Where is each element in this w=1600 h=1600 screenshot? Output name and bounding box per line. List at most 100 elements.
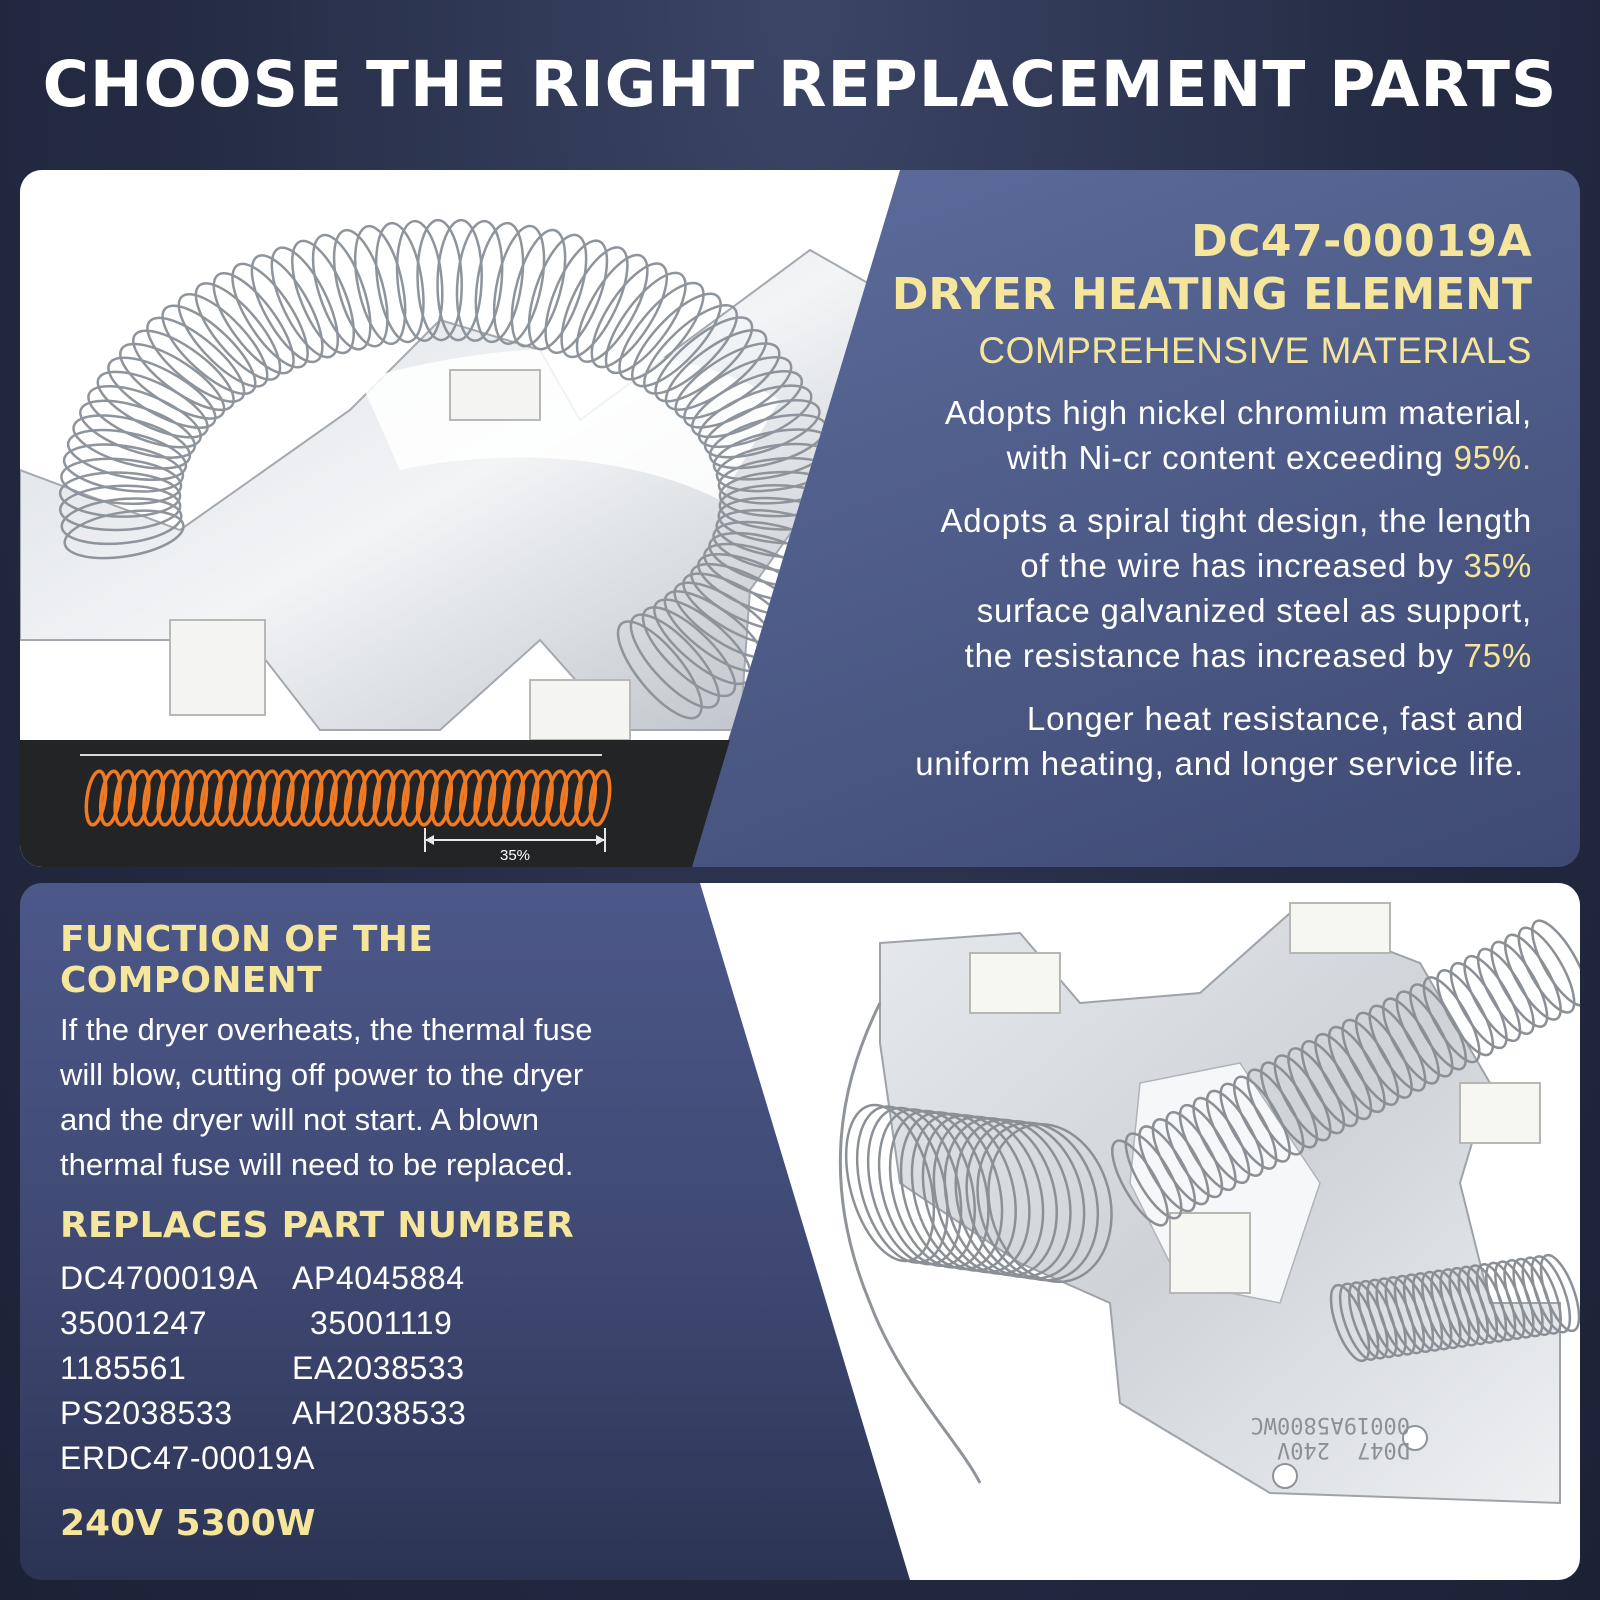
coil-loop: [311, 233, 372, 351]
coil-loop: [62, 443, 185, 493]
coil-loop: [987, 1122, 1113, 1284]
coil-loop: [690, 370, 804, 439]
coil-loop: [436, 218, 483, 342]
coil-loop: [1368, 1004, 1427, 1092]
coil-loop: [199, 769, 223, 827]
nickel-percent: 95%.: [1453, 439, 1532, 476]
coil-loop: [965, 1120, 1086, 1280]
coil-loop: [353, 224, 407, 346]
coil-loop: [395, 219, 444, 342]
svg-text:D047: D047: [1357, 1437, 1410, 1462]
coil-loop: [1409, 983, 1468, 1071]
function-heading: FUNCTION OF THE COMPONENT: [60, 919, 434, 1001]
coil-loop: [1539, 1253, 1580, 1333]
coil-loop: [1219, 1082, 1278, 1170]
para2-line2: of the wire has increased by 35%: [1020, 547, 1532, 584]
coil-loop: [1124, 1132, 1183, 1220]
product-subtitle: COMPREHENSIVE MATERIALS: [978, 330, 1532, 371]
heating-element-photo: D047 00019A 240V 5800WC: [700, 883, 1580, 1580]
coil-loop: [132, 329, 235, 412]
coil-loop: [590, 262, 669, 369]
coil-loop: [1260, 1061, 1318, 1149]
coil-loop: [1449, 961, 1508, 1050]
coil-loop: [375, 221, 425, 344]
coil-loop: [1232, 1075, 1291, 1163]
coil-loop: [329, 769, 353, 827]
coil-loop: [1341, 1018, 1400, 1106]
coil-loop: [107, 356, 217, 429]
coil-loop: [286, 769, 310, 827]
para2-line1: Adopts a spiral tight design, the length: [940, 502, 1532, 539]
coil-loop: [170, 769, 194, 827]
coil-loop: [588, 769, 612, 827]
coil-loop: [1476, 947, 1535, 1035]
resistance-percent: 75%: [1463, 637, 1532, 674]
part-number: 35001247: [60, 1305, 208, 1341]
coil-loop: [146, 316, 246, 403]
coil-loop: [1192, 1096, 1251, 1185]
coil-loop: [932, 1115, 1045, 1276]
coil-loop: [228, 769, 252, 827]
para2-line3: surface galvanized steel as support,: [976, 592, 1532, 629]
coil-loop: [415, 769, 439, 827]
coil-loop: [616, 620, 703, 720]
coil-loop: [60, 497, 183, 546]
para1-line2: with Ni-cr content exceeding 95%.: [1006, 439, 1532, 476]
coil-loop: [1287, 1047, 1346, 1135]
coil-loop: [1138, 1125, 1197, 1213]
coil-loop: [79, 399, 197, 459]
nickel-chromium-paragraph: Adopts high nickel chromium material, wi…: [772, 390, 1532, 480]
coil-loop: [1354, 1011, 1413, 1099]
plate-marking: D047 00019A 240V 5800WC: [1251, 1412, 1410, 1462]
coil-loop: [231, 262, 309, 369]
part-number: 35001119: [310, 1305, 453, 1341]
voltage-wattage-spec: 240V 5300W: [60, 1503, 316, 1544]
part-number: EA2038533: [292, 1350, 465, 1386]
coil-loop: [1530, 1255, 1572, 1334]
coil-loop: [631, 292, 722, 388]
materials-panel: 35% DC47-00019A DRYER HEATING ELEMENT CO…: [20, 170, 1580, 867]
para1-line1: Adopts high nickel chromium material,: [944, 394, 1532, 431]
coil-loop: [855, 1105, 949, 1264]
coil-loop: [455, 219, 504, 342]
coil-loop: [242, 769, 266, 827]
coil-loop: [473, 769, 497, 827]
coil-loop: [1395, 990, 1454, 1078]
coil-loop: [113, 769, 137, 827]
coil-loop: [98, 769, 122, 827]
coil-length-diagram: 35%: [20, 740, 730, 867]
coil-loop: [430, 769, 454, 827]
coil-loop: [1382, 997, 1440, 1085]
coil-loop: [654, 316, 754, 403]
coil-diagram-svg: 35%: [80, 754, 612, 864]
coil-loop: [96, 370, 209, 439]
coil-loop: [544, 239, 609, 355]
coil-loop: [332, 228, 389, 348]
coil-loop: [1178, 1103, 1237, 1192]
coil-diagram-label: 35%: [500, 847, 530, 864]
coil-loop: [214, 769, 238, 827]
coil-loop: [60, 457, 183, 506]
product-title: DRYER HEATING ELEMENT: [891, 269, 1532, 320]
coil-loop: [487, 769, 511, 827]
coil-loop: [618, 281, 705, 381]
coil-loop: [1436, 969, 1495, 1057]
function-panel: D047 00019A 240V 5800WC FUNCTION OF THE …: [20, 883, 1580, 1580]
coil-loop: [604, 271, 687, 375]
page-headline: CHOOSE THE RIGHT REPLACEMENT PARTS: [42, 48, 1558, 121]
length-percent: 35%: [1463, 547, 1532, 584]
coil-loop: [1490, 940, 1549, 1028]
coil-loop: [177, 292, 269, 388]
coil-loop: [516, 769, 540, 827]
coil-loop: [142, 769, 166, 827]
coil-loop: [574, 769, 598, 827]
coil-loop: [444, 769, 468, 827]
coil-loop: [575, 253, 649, 364]
element-coil-loops: [844, 919, 1580, 1363]
part-number: AP4045884: [292, 1260, 465, 1296]
coil-loop: [458, 769, 482, 827]
coil-loop: [63, 509, 185, 560]
coil-loop: [1531, 919, 1580, 1007]
coil-loop: [1521, 1256, 1562, 1335]
coil-loop: [401, 769, 425, 827]
